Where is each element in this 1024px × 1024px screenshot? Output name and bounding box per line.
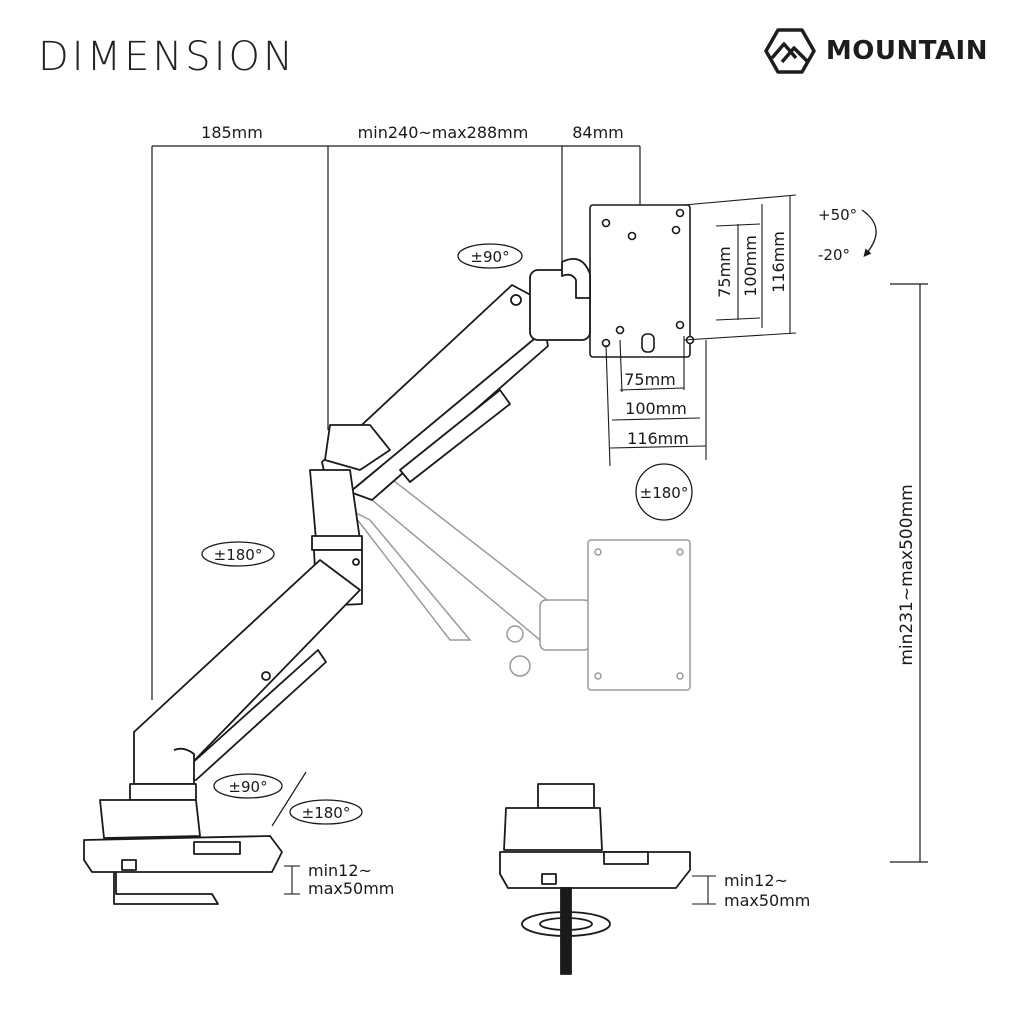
brand-logo: MOUNTAIN <box>764 28 988 74</box>
height-range-label: min231~max500mm <box>897 484 917 665</box>
tilt-down-label: -20° <box>818 246 850 264</box>
vesa-width-116: 116mm <box>627 429 689 448</box>
head-swivel-label: ±90° <box>470 248 509 266</box>
right-clamp-label-1: min12~ <box>724 871 788 890</box>
upper-arm <box>321 258 591 501</box>
brand-name: MOUNTAIN <box>825 36 988 66</box>
screen-rotation-label: ±180° <box>640 484 689 502</box>
reach-label-1: 185mm <box>201 123 263 142</box>
right-clamp-label-2: max50mm <box>724 891 810 910</box>
head-swivel-indicator: ±90° <box>457 243 523 269</box>
page-title: DIMENSION <box>38 34 296 80</box>
vesa-plate <box>589 204 695 358</box>
vesa-width-75: 75mm <box>624 370 676 389</box>
left-clamp-label-2: max50mm <box>308 879 394 898</box>
vesa-height-75: 75mm <box>715 246 734 298</box>
right-clamp-dim <box>692 875 716 905</box>
vesa-width-100: 100mm <box>625 399 687 418</box>
tilt-indicator: +50° -20° <box>818 206 877 264</box>
screen-rotation-indicator: ±180° <box>635 463 693 521</box>
ghost-arm-lowered <box>349 469 691 691</box>
left-clamp-base <box>83 783 283 905</box>
base-swivel-alt-label: ±180° <box>302 804 351 822</box>
height-dimension-line <box>890 283 928 863</box>
left-clamp-dim <box>284 865 300 895</box>
base-swivel-label: ±90° <box>228 778 267 796</box>
vesa-height-dims <box>683 194 797 341</box>
right-grommet-base <box>499 783 691 975</box>
reach-label-3: 84mm <box>572 123 624 142</box>
vesa-width-dims <box>605 336 707 467</box>
left-clamp-label-1: min12~ <box>308 861 372 880</box>
elbow-swivel-indicator: ±180° <box>201 541 275 567</box>
lower-arm <box>133 469 363 785</box>
reach-dimension-lines <box>151 145 641 700</box>
base-swivel-indicator: ±90° ±180° <box>213 771 363 827</box>
mountain-logo-icon <box>764 28 816 74</box>
reach-label-2: min240~max288mm <box>358 123 529 142</box>
tilt-up-label: +50° <box>818 206 857 224</box>
vesa-height-100: 100mm <box>741 235 760 297</box>
elbow-swivel-label: ±180° <box>214 546 263 564</box>
vesa-height-116: 116mm <box>769 231 788 293</box>
